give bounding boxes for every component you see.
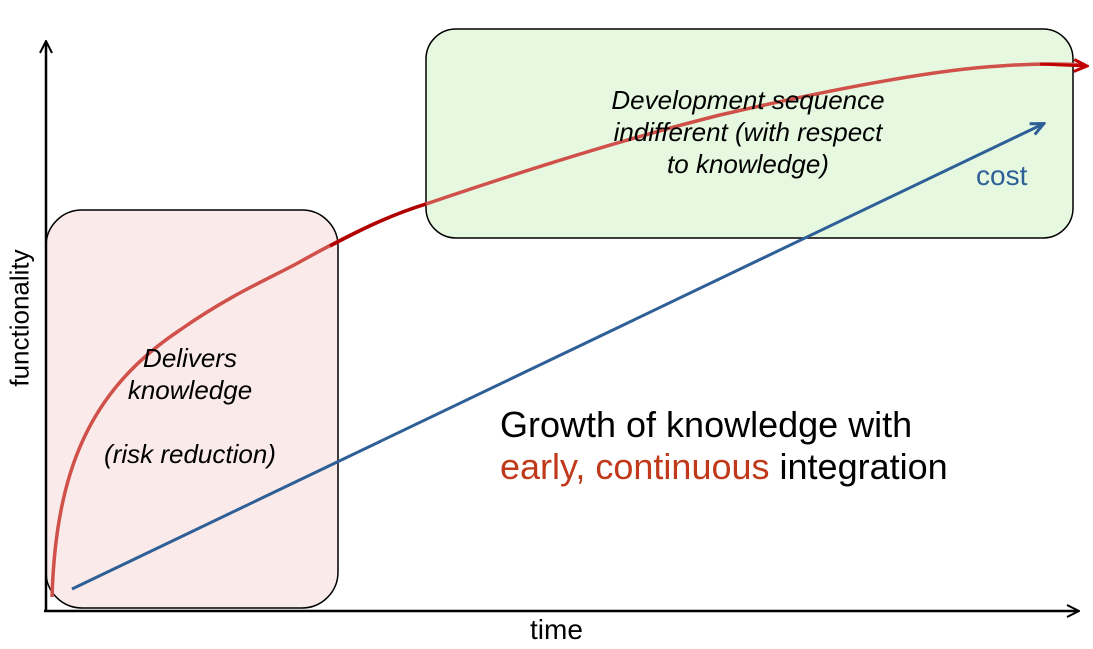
cost-label: cost <box>976 160 1028 191</box>
left-box-line1: Delivers <box>143 343 237 373</box>
right-box-line1: Development sequence <box>611 85 885 115</box>
caption-highlight-continuous: continuous <box>595 446 770 487</box>
caption-line2: early, continuous integration <box>500 446 948 488</box>
functionality-curve-arrow <box>1039 64 1086 66</box>
functionality-curve <box>50 62 1086 598</box>
caption-line1: Growth of knowledge with <box>500 404 913 445</box>
right-box-line3: to knowledge) <box>667 149 829 179</box>
y-axis-label: functionality <box>4 249 35 387</box>
risk-reduction-box <box>45 209 339 609</box>
caption-rest: integration <box>779 446 948 487</box>
x-axis-label: time <box>530 614 583 645</box>
functionality-curve-mid <box>329 202 427 248</box>
caption: Growth of knowledge with early, continuo… <box>500 404 948 488</box>
caption-highlight-early: early, <box>500 446 586 487</box>
right-box-line2: indifferent (with respect <box>613 117 883 147</box>
cost-line <box>71 124 1043 591</box>
left-box-line3: (risk reduction) <box>104 439 276 469</box>
left-box-line2: knowledge <box>127 375 253 405</box>
